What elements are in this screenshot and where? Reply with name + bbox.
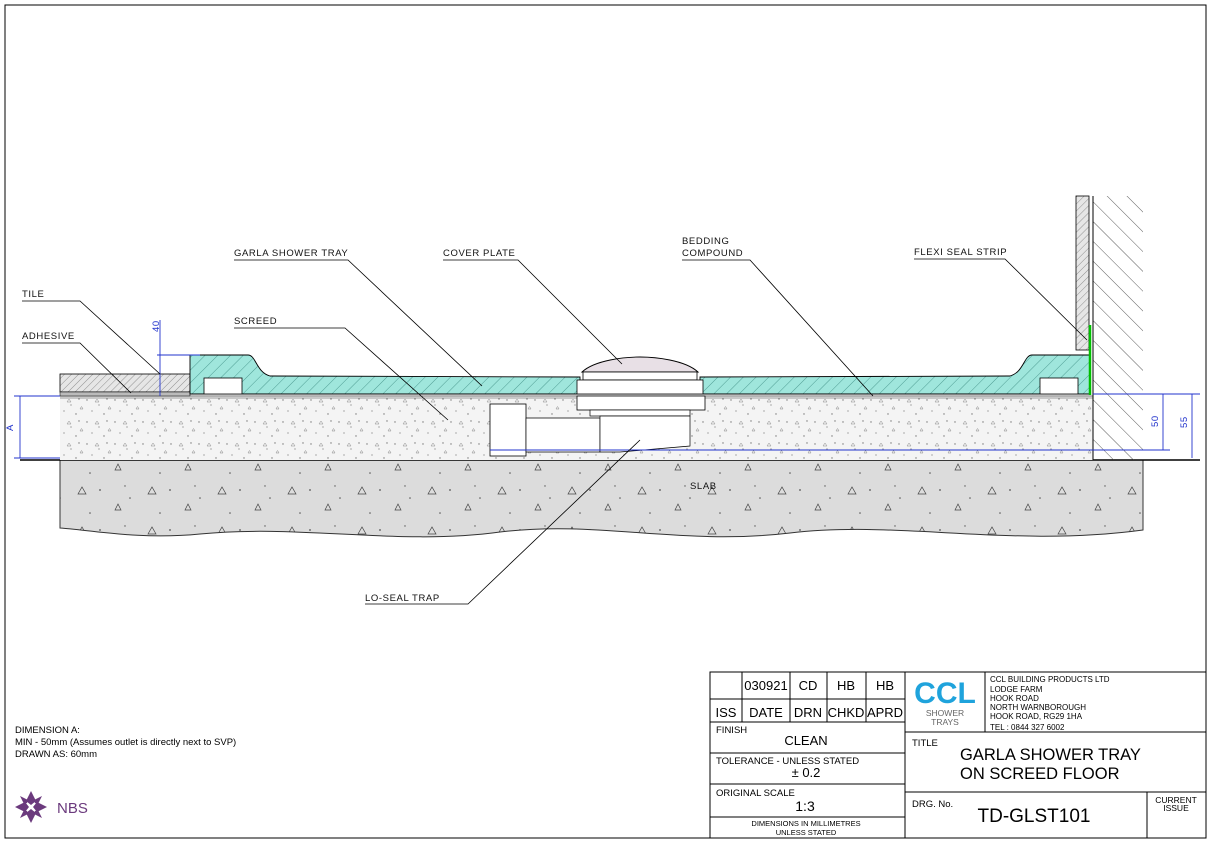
label-adhesive: ADHESIVE — [22, 331, 75, 342]
hdr-drn: DRN — [794, 705, 822, 720]
drawing-no-label: DRG. No. — [912, 799, 953, 810]
nbs-logo-text: NBS — [57, 800, 88, 817]
ccl-logo: CCL SHOWER TRAYS — [914, 677, 976, 727]
title-label: TITLE — [912, 738, 938, 749]
tolerance-value: ± 0.2 — [792, 765, 821, 780]
rev-checked: HB — [837, 678, 855, 693]
finish-label: FINISH — [716, 725, 747, 736]
label-tray: GARLA SHOWER TRAY — [234, 248, 348, 259]
dim-a-label: A — [5, 424, 16, 431]
note-line-1: DIMENSION A: — [15, 725, 80, 736]
rev-approved: HB — [876, 678, 894, 693]
issue-line-2: ISSUE — [1163, 803, 1189, 813]
company-line-3: HOOK ROAD — [990, 694, 1039, 703]
drawing-no-value: TD-GLST101 — [978, 806, 1091, 827]
label-lo-seal: LO-SEAL TRAP — [365, 593, 440, 604]
company-line-4: NORTH WARNBOROUGH — [990, 703, 1086, 712]
hdr-date: DATE — [749, 705, 783, 720]
ccl-logo-sub2: TRAYS — [931, 717, 959, 727]
cover-plate — [580, 356, 700, 373]
label-tile: TILE — [22, 289, 44, 300]
issue-line-1: CURRENT — [1155, 795, 1197, 805]
dim-tile-height: 40 — [151, 320, 162, 332]
dim-fifty-five: 55 — [1179, 416, 1190, 428]
title-line-1: GARLA SHOWER TRAY — [960, 746, 1141, 764]
dim-fifty: 50 — [1150, 415, 1161, 427]
title-line-2: ON SCREED FLOOR — [960, 765, 1120, 783]
note-line-3: DRAWN AS: 60mm — [15, 749, 97, 760]
ccl-logo-sub1: SHOWER — [926, 708, 964, 718]
company-line-2: LODGE FARM — [990, 685, 1043, 694]
finish-value: CLEAN — [784, 733, 827, 748]
hdr-iss: ISS — [716, 705, 737, 720]
adhesive-shape — [59, 391, 191, 397]
ccl-logo-text: CCL — [914, 677, 976, 710]
hdr-chkd: CHKD — [828, 705, 865, 720]
leader-lines — [22, 258, 1088, 605]
label-screed: SCREED — [234, 316, 277, 327]
wall-tile — [1075, 195, 1090, 351]
lo-seal-trap — [489, 395, 706, 457]
sheet-border — [4, 4, 1207, 839]
wall-hatch — [1093, 196, 1143, 460]
nbs-logo: NBS — [15, 791, 88, 823]
company-line-6: TEL : 0844 327 6002 — [990, 723, 1065, 732]
tolerance-label: TOLERANCE - UNLESS STATED — [716, 756, 859, 767]
company-line-5: HOOK ROAD, RG29 1HA — [990, 712, 1083, 721]
label-flexi-seal: FLEXI SEAL STRIP — [914, 247, 1007, 258]
company-line-1: CCL BUILDING PRODUCTS LTD — [990, 675, 1110, 684]
scale-note-1: DIMENSIONS IN MILLIMETRES — [751, 819, 860, 828]
note-line-2: MIN - 50mm (Assumes outlet is directly n… — [15, 737, 236, 748]
slab-shape — [59, 459, 1144, 538]
scale-note-2: UNLESS STATED — [776, 828, 837, 837]
scale-label: ORIGINAL SCALE — [716, 788, 795, 799]
tray-shape — [189, 354, 1091, 395]
scale-value: 1:3 — [795, 798, 815, 814]
label-bedding-2: COMPOUND — [682, 248, 743, 259]
rev-drawn: CD — [799, 678, 818, 693]
tile-shape — [59, 373, 191, 393]
title-block — [709, 671, 1207, 839]
dimension-lines — [14, 320, 1200, 459]
hdr-aprd: APRD — [867, 705, 903, 720]
label-bedding-1: BEDDING — [682, 236, 729, 247]
label-slab: SLAB — [690, 481, 717, 492]
label-cover-plate: COVER PLATE — [443, 248, 515, 259]
rev-date: 030921 — [744, 678, 787, 693]
